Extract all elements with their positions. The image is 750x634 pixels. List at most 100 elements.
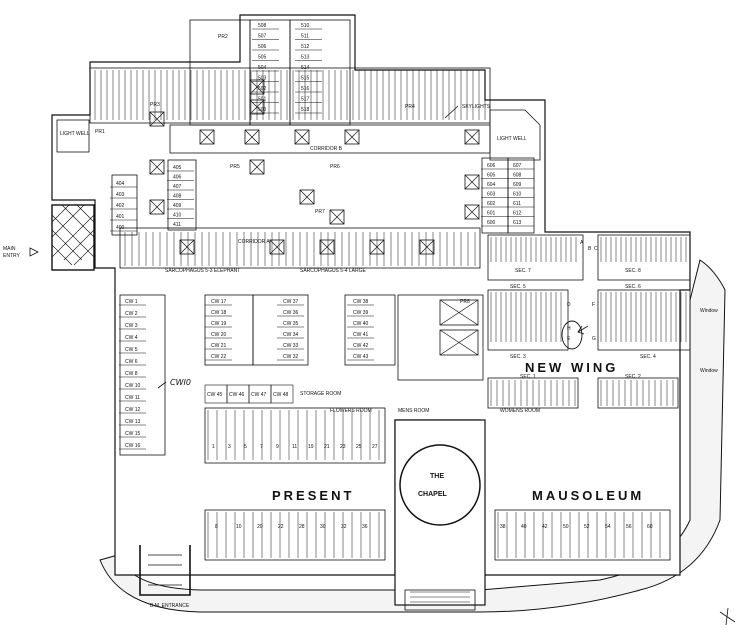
crypt-number: 23 (340, 444, 346, 450)
cw-crypt-label: CW 45 (207, 392, 223, 398)
main-entry-arrow-icon (29, 247, 39, 257)
pr-label: PR6 (330, 164, 340, 170)
cw-crypt-label: CW 41 (353, 332, 369, 338)
skylight-icon (249, 99, 265, 115)
skylight-icon (299, 189, 315, 205)
cw-crypt-label: CW 12 (125, 407, 141, 413)
crypt-label: 607 (513, 163, 522, 169)
crypt-label: 503 (258, 76, 267, 82)
cw-crypt-label: CW 38 (353, 299, 369, 305)
corridor-a-label: CORRIDOR A (238, 239, 270, 245)
sarcophagus-left-label: SARCOPHAGUS 5-3 ELEPHANT (165, 268, 240, 274)
pr-label: PR1 (95, 129, 105, 135)
crypt-label: 612 (513, 211, 522, 217)
cw-crypt-label: CW 32 (283, 354, 299, 360)
crypt-number: 20 (257, 524, 263, 530)
skylight-icon (464, 129, 480, 145)
crypt-label: 516 (301, 86, 310, 92)
light-well-right-label: LIGHT WELL (497, 136, 527, 142)
crypt-number: 5 (244, 444, 247, 450)
crypt-label: 600 (487, 220, 496, 226)
cw-crypt-label: CW 48 (273, 392, 289, 398)
letter-c: C (594, 246, 598, 252)
mens-room-label: MENS ROOM (398, 408, 429, 414)
light-well-left-label: LIGHT WELL (60, 131, 90, 137)
light-well-right (489, 109, 541, 161)
sec3-label: SEC. 3 (510, 354, 526, 360)
cw-crypt-label: CW 3 (125, 323, 138, 329)
crypt-number: 19 (308, 444, 314, 450)
crypt-label: 408 (173, 194, 182, 200)
skylight-icon (319, 239, 335, 255)
crypt-number: 11 (292, 444, 297, 450)
letter-a: A (580, 240, 584, 246)
skylight-icon (344, 129, 360, 145)
crypt-label: 613 (513, 220, 522, 226)
marker-arrow-icon (577, 325, 589, 335)
cw-crypt-label: CW 8 (125, 371, 138, 377)
crypt-label: 602 (487, 201, 496, 207)
pr8-block (397, 294, 484, 381)
crypt-label: 407 (173, 184, 182, 190)
skylight-icon (269, 239, 285, 255)
entry-vestibule (51, 204, 95, 271)
bm-entrance-stairs (139, 545, 191, 596)
crypt-label: 515 (301, 76, 310, 82)
cw-crypt-label: CW 21 (211, 343, 227, 349)
womens-room-label: WOMENS ROOM (500, 408, 540, 414)
cw-crypt-label: CW 20 (211, 332, 227, 338)
new-wing-label: NEW WING (525, 360, 618, 375)
pr-label: PR7 (315, 209, 325, 215)
sec1-label: SEC. 1 (520, 374, 536, 380)
crypt-number: 8 (215, 524, 218, 530)
crypt-label: 502 (258, 86, 267, 92)
crypt-number: 42 (542, 524, 548, 530)
crypt-number: 27 (372, 444, 378, 450)
crypt-number: 22 (278, 524, 284, 530)
crypt-label: 512 (301, 44, 310, 50)
crypt-number: 25 (356, 444, 362, 450)
cw-crypt-label: CW 40 (353, 321, 369, 327)
crypt-label: 611 (513, 201, 521, 207)
crypt-number: 30 (320, 524, 326, 530)
crypt-number: 7 (260, 444, 263, 450)
cw-crypt-label: CW 1 (125, 299, 138, 305)
cw-crypt-label: CW 17 (211, 299, 227, 305)
light-well-left (56, 119, 90, 153)
chapel-title-line1: THE (430, 473, 444, 480)
signature-mark (719, 607, 736, 626)
skylight-icon (199, 129, 215, 145)
crypt-label: 409 (173, 203, 182, 209)
cw-crypt-label: CW 36 (283, 310, 299, 316)
sec8-label: SEC. 8 (625, 268, 641, 274)
skylight-icon (464, 174, 480, 190)
crypt-number: 10 (236, 524, 242, 530)
main-entry-label-1: MAIN (3, 246, 16, 252)
crypt-label: 609 (513, 182, 522, 188)
crypt-number: 21 (324, 444, 330, 450)
letter-g: G (592, 336, 596, 342)
crypt-number: 56 (626, 524, 632, 530)
cw-crypt-label: CW 18 (211, 310, 227, 316)
crypt-label: 610 (513, 192, 522, 198)
crypt-number: 36 (362, 524, 368, 530)
sec7-label: SEC. 7 (515, 268, 531, 274)
cw-crypt-label: CW 10 (125, 383, 141, 389)
main-entry-label-2: ENTRY (3, 253, 21, 259)
storage-room-label: STORAGE ROOM (300, 391, 341, 397)
crypt-number: 32 (341, 524, 347, 530)
crypt-label: 513 (301, 55, 310, 61)
crypt-label: 403 (116, 192, 125, 198)
cw-crypt-label: CW 37 (283, 299, 299, 305)
corridor-a-band (119, 227, 481, 269)
crypt-label: 507 (258, 34, 267, 40)
chapel-title-line2: CHAPEL (418, 491, 448, 498)
cw-crypt-label: CW 39 (353, 310, 369, 316)
skylights-label: SKYLIGHTS (462, 104, 491, 110)
